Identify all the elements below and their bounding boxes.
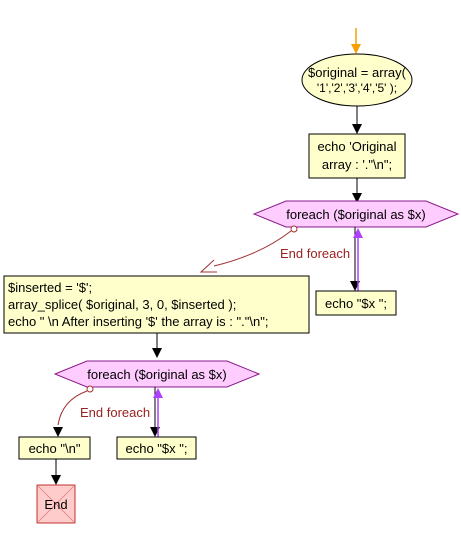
insert-block-line1: $inserted = '$'; <box>8 280 93 295</box>
loop2-body-box <box>116 436 197 460</box>
flow-arrow-2 <box>352 178 362 203</box>
insert-block-line3: echo " \n After inserting '$' the array … <box>8 314 269 329</box>
loop1-end-label: End foreach <box>280 246 351 261</box>
loop2-label: foreach ($original as $x) <box>87 367 227 382</box>
loop2-body-label: echo "$x "; <box>125 441 188 456</box>
loop2-end-label: End foreach <box>80 405 151 420</box>
loop1-label: foreach ($original as $x) <box>286 207 426 222</box>
loop1-body-label: echo "$x "; <box>325 296 387 311</box>
start-node-line1: $original = array( <box>308 65 406 80</box>
insert-block-line2: array_splice( $original, 3, 0, $inserted… <box>8 297 237 312</box>
loop1-hexagon <box>252 200 460 228</box>
loop2-exit-arrow <box>53 427 63 437</box>
echo-original-line1: echo 'Original <box>317 139 397 154</box>
start-node-line2: '1','2','3','4','5' ); <box>316 81 398 95</box>
loop2-hexagon <box>53 360 261 388</box>
flow-arrow-1 <box>352 106 362 134</box>
echo-original-line2: array : '."\n"; <box>321 157 393 172</box>
end-node <box>36 484 76 524</box>
start-arrow <box>351 28 361 54</box>
loop1-exit-path <box>199 225 298 273</box>
end-node-label: End <box>44 497 68 512</box>
echo-newline-label: echo "\n" <box>28 441 81 456</box>
loop1-back-arrow <box>353 228 363 291</box>
start-node <box>301 53 413 107</box>
loop1-body-box <box>315 290 397 316</box>
loop2-back-arrow <box>153 388 163 437</box>
loop2-exit-path <box>57 385 94 426</box>
flow-arrow-4 <box>51 459 61 485</box>
echo-newline-box <box>18 436 91 460</box>
flow-arrow-3 <box>152 333 162 358</box>
